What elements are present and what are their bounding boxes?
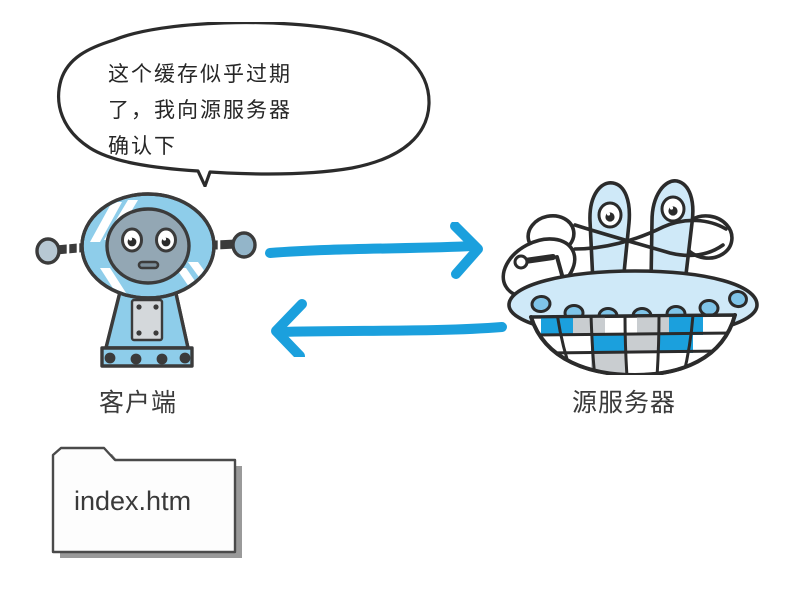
cached-file-card[interactable]: index.htm [46,440,251,562]
client-label: 客户端 [99,388,178,417]
robot-illustration [35,192,257,368]
file-name-text: index.htm [74,486,192,516]
origin-server-ufo-figure [495,165,770,375]
robot-head [80,192,216,300]
origin-server-label: 源服务器 [572,388,677,417]
request-arrow-right [265,222,483,279]
folder-icon [51,446,242,558]
speech-bubble-text: 这个缓存似乎过期 了，我向源服务器 确认下 [108,62,292,158]
ufo-antenna-left [588,181,632,285]
arrows-illustration [265,222,507,357]
client-speech-bubble: 这个缓存似乎过期 了，我向源服务器 确认下 [52,22,434,187]
speech-bubble-shape [57,22,431,187]
ufo-lower-dome [529,313,737,375]
client-robot-figure [28,188,273,373]
ufo-cross-wires [573,218,728,258]
response-arrow-left [271,299,507,357]
exchange-arrows [262,222,512,357]
ufo-illustration [501,179,759,375]
ufo-antenna-right [649,179,695,285]
